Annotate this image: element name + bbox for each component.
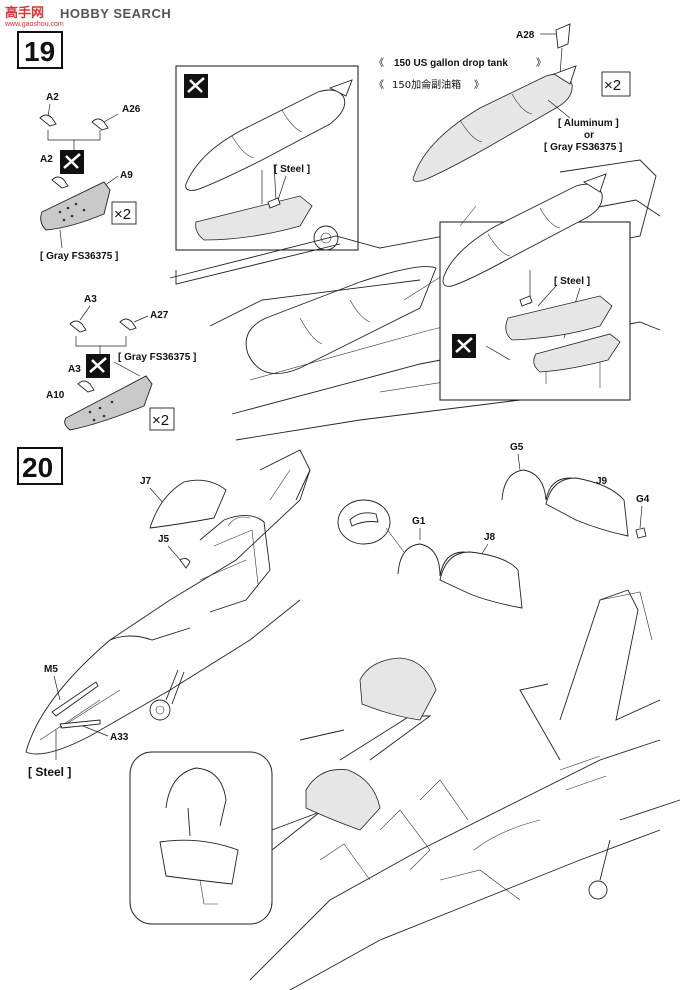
tank-label-cn: 150加侖副油箱 [392, 78, 461, 91]
svg-text:《: 《 [374, 79, 384, 91]
tank-label-en: 150 US gallon drop tank [394, 58, 508, 69]
pylon-left-inset [195, 195, 313, 241]
steel-pin-right [519, 295, 533, 307]
color-note-steel-m5: [ Steel ] [28, 765, 71, 779]
pylon-right-inset-2 [533, 333, 621, 373]
step-20-number: 20 [22, 452, 53, 483]
step-20-box [17, 447, 63, 485]
watermark: 高手网 www.gaoshou.com HOBBY SEARCH [2, 2, 171, 28]
part-label-j5: J5 [158, 534, 170, 545]
multiplier-1: ×2 [114, 206, 131, 223]
canopy-front-open [305, 769, 381, 831]
tank-fin-right [552, 65, 577, 85]
canopy-detail-callout [129, 751, 321, 925]
part-label-a9: A9 [120, 170, 133, 181]
canopy-frames-g5-j9: G5 J9 G4 [501, 442, 650, 539]
tank-fin-inset-right [582, 173, 607, 193]
part-a9 [40, 181, 111, 231]
callout-canopy-open [165, 767, 227, 837]
part-a28 [555, 23, 571, 49]
part-label-a27: A27 [150, 310, 169, 321]
part-g4 [635, 527, 647, 539]
step-19-box [17, 31, 63, 69]
part-m5 [51, 681, 99, 717]
callout-canopy-glass [159, 839, 239, 885]
part-a2-top [39, 114, 57, 127]
part-label-a10: A10 [46, 390, 65, 401]
multiplier-box-1 [111, 201, 137, 225]
part-a2-mid [51, 176, 69, 189]
aircraft-full-view [249, 589, 681, 990]
multiplier-2: ×2 [604, 77, 621, 94]
steel-pin-left [267, 197, 281, 209]
part-label-a28: A28 [516, 30, 535, 41]
part-a3-mid [77, 380, 95, 393]
inset-right-tank-pylon: [ Steel ] [439, 173, 631, 401]
color-note-tank-gray: [ Gray FS36375 ] [544, 142, 622, 153]
part-label-m5: M5 [44, 664, 58, 675]
part-j9-canopy [545, 477, 629, 537]
part-label-g4: G4 [636, 494, 650, 505]
drop-tank-right [412, 73, 573, 182]
watermark-search: HOBBY SEARCH [60, 6, 171, 21]
pylon-a10-assembly: A3 A27 [ Gray FS36375 ] A3 A10 ×2 [46, 294, 196, 431]
color-note-or: or [584, 130, 594, 141]
part-label-j7: J7 [140, 476, 152, 487]
part-a33 [59, 719, 101, 729]
canopy-rear-open [359, 657, 437, 721]
step-20: 20 J7 J5 M5 [17, 442, 681, 990]
inset-left-tank-pylon: [ Steel ] [175, 65, 359, 251]
multiplier-3: ×2 [152, 412, 169, 429]
drop-tank-left [185, 89, 346, 191]
multiplier-box-2 [601, 71, 631, 97]
part-j5 [179, 557, 191, 569]
callout-frame [129, 751, 273, 925]
drop-tank-inset-right [442, 183, 603, 287]
part-a27 [119, 318, 137, 331]
tank-fin-left [328, 79, 353, 97]
part-j8-canopy [439, 551, 523, 609]
part-a10 [64, 375, 153, 431]
nose-wheel [149, 699, 171, 721]
part-label-a2-mid: A2 [40, 154, 53, 165]
part-label-g1: G1 [412, 516, 426, 527]
part-label-j8: J8 [484, 532, 496, 543]
color-note-aluminum: [ Aluminum ] [558, 118, 619, 129]
drop-tank-assembly: A28 150 US gallon drop tank 《 》 《 150加侖副… [374, 23, 631, 182]
part-a3-top [69, 320, 87, 333]
part-label-a33: A33 [110, 732, 129, 743]
multiplier-box-3 [149, 407, 175, 431]
part-j7-canopy [149, 479, 227, 529]
part-label-g5: G5 [510, 442, 524, 453]
watermark-logo: 高手网 [5, 5, 44, 21]
part-a26 [91, 118, 109, 131]
color-note-steel-left: [ Steel ] [274, 164, 310, 175]
canopy-frames-g1-j8: G1 J8 [337, 499, 523, 609]
watermark-url: www.gaoshou.com [4, 21, 64, 28]
part-label-j9: J9 [596, 476, 608, 487]
nose-section: J7 J5 M5 A33 [25, 449, 311, 779]
pylon-right-inset [505, 295, 613, 341]
pylon-a9-assembly: A2 A26 A2 A9 [ Gray FS36375 ] ×2 [39, 92, 141, 262]
wheel-left [313, 225, 339, 251]
step-19: 19 A2 A26 A2 A9 [ Gray FS363 [17, 23, 661, 441]
step-19-number: 19 [24, 36, 55, 67]
part-label-a2-top: A2 [46, 92, 59, 103]
svg-text:》: 》 [474, 79, 484, 91]
svg-text:《: 《 [374, 57, 384, 69]
part-label-a26: A26 [122, 104, 141, 115]
part-label-a3-mid: A3 [68, 364, 81, 375]
svg-text:》: 》 [536, 57, 546, 69]
part-label-a3-top: A3 [84, 294, 97, 305]
main-wheel [588, 880, 608, 900]
color-note-steel-right: [ Steel ] [554, 276, 590, 287]
color-note-a9: [ Gray FS36375 ] [40, 251, 118, 262]
color-note-a10: [ Gray FS36375 ] [118, 352, 196, 363]
